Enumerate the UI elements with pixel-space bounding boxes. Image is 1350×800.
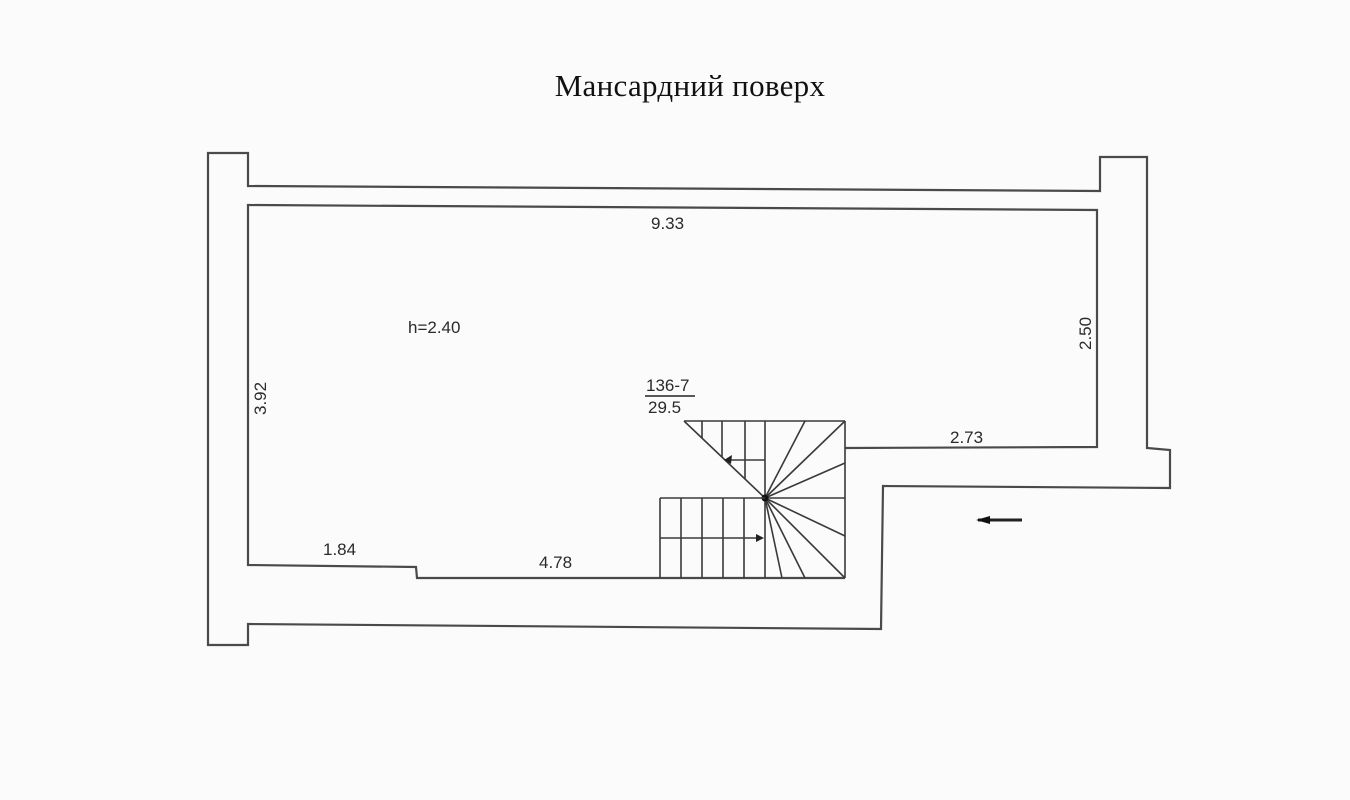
room-label-numerator: 136-7	[646, 376, 689, 395]
dimension-left-height: 3.92	[251, 382, 270, 415]
outer-wall-outline	[206, 151, 1172, 647]
dimension-bottom-left-length: 1.84	[323, 540, 356, 559]
ceiling-height-label: h=2.40	[408, 318, 460, 337]
staircase	[659, 420, 846, 579]
dimension-top-length: 9.33	[651, 214, 684, 233]
dimension-bottom-middle-length: 4.78	[539, 553, 572, 572]
inner-room-outline	[246, 203, 1099, 580]
direction-arrow-icon	[976, 516, 1022, 524]
page-title: Мансардний поверх	[554, 68, 826, 103]
dimension-right-height: 2.50	[1076, 317, 1095, 350]
room-label-denominator: 29.5	[648, 398, 681, 417]
dimension-right-bottom-length: 2.73	[950, 428, 983, 447]
room-label: 136-7 29.5	[645, 376, 695, 417]
